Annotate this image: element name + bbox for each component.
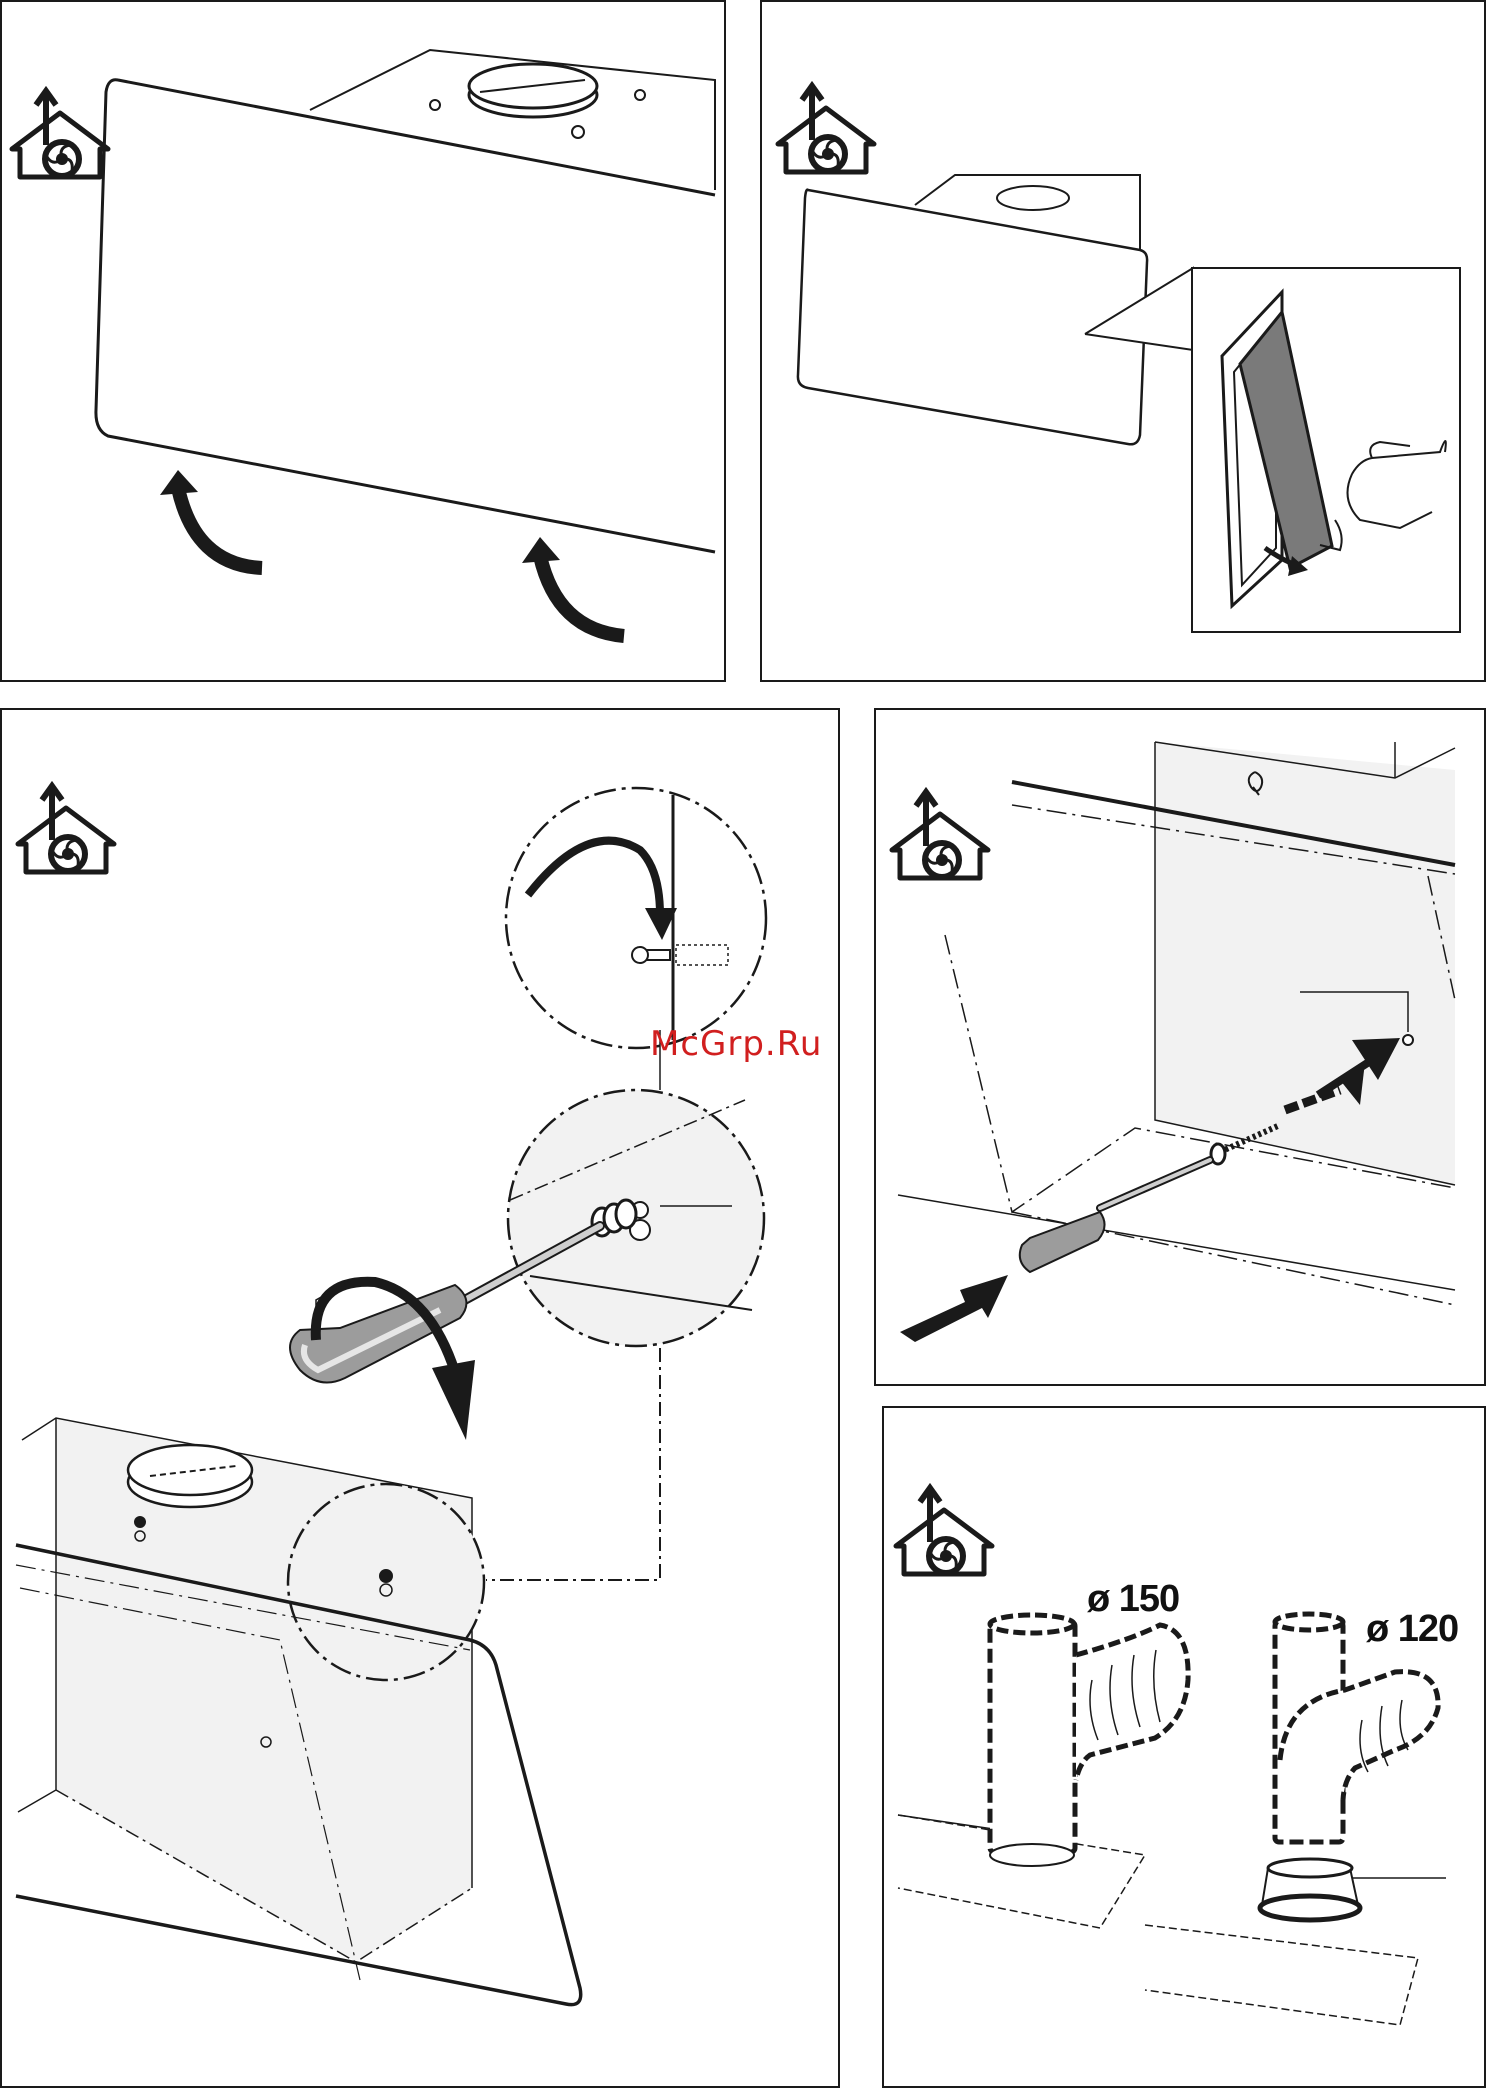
hang-hood-drawing [16,786,766,2005]
house-fan-icon [896,1488,992,1574]
remove-filter-drawing [778,86,1460,632]
house-fan-icon [778,86,874,172]
duct-150-label: ø 150 [1087,1578,1179,1621]
watermark: McGrp.Ru [650,1024,822,1064]
lift-glass-drawing [12,50,715,636]
house-fan-icon [12,91,108,177]
house-fan-icon [18,786,114,872]
duct-sizes-drawing [896,1488,1446,2025]
fix-screw-drawing [892,742,1455,1342]
duct-120-label: ø 120 [1366,1608,1458,1651]
house-fan-icon [892,792,988,878]
